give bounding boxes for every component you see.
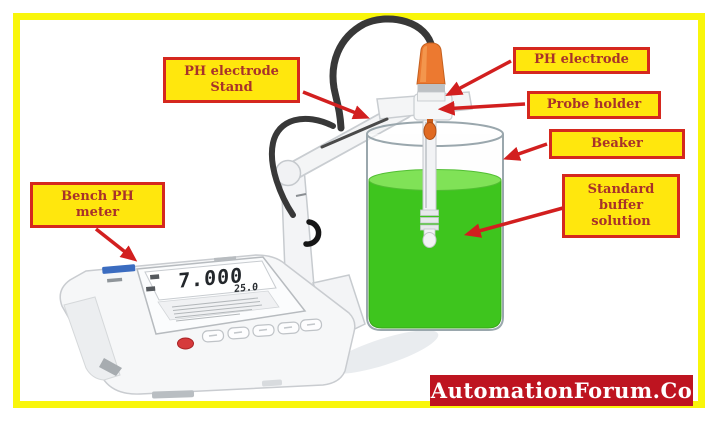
arrow-stand: [302, 90, 370, 120]
label-line: Beaker: [591, 135, 643, 151]
label-line: Stand: [210, 80, 253, 95]
arm-groove: [320, 117, 389, 149]
meter-foot: [151, 390, 195, 399]
label-probe-holder: Probe holder: [527, 91, 661, 119]
lcd-icon: [149, 274, 160, 280]
arrow-probe-holder: [437, 100, 526, 116]
meter-foot: [99, 358, 122, 376]
label-ph-electrode-stand: PH electrode Stand: [163, 57, 300, 103]
label-ph-electrode: PH electrode: [513, 47, 650, 74]
brand-logo: [102, 264, 136, 274]
arrow-bench-meter: [94, 227, 138, 262]
border-frame: [13, 13, 705, 408]
label-line: Standard: [587, 181, 655, 197]
bench-ph-meter: [59, 254, 356, 399]
stand-knob: [303, 219, 322, 247]
callout-arrows: [94, 59, 564, 262]
beaker-shadow: [327, 330, 439, 374]
brand-mark: [106, 277, 123, 283]
button-glyphs: [208, 323, 316, 337]
watermark-banner: AutomationForum.Co: [430, 375, 693, 406]
lcd-icon: [146, 286, 156, 292]
label-beaker: Beaker: [549, 129, 685, 159]
power-button[interactable]: [177, 337, 194, 350]
label-bench-ph-meter: Bench PH meter: [30, 182, 165, 228]
model-text-mark: [214, 256, 237, 261]
electrode-ring-dark: [417, 84, 445, 92]
post-mark: [295, 193, 307, 197]
electrode-ribs: [420, 209, 439, 216]
sticker-text-lines: [171, 297, 263, 322]
label-line: meter: [75, 205, 120, 220]
temperature-reading: 25.0: [233, 281, 259, 296]
electrode-ribs: [420, 217, 439, 224]
label-line: Probe holder: [546, 96, 642, 112]
electrode-cap-highlight: [420, 46, 427, 82]
label-line: PH electrode: [184, 63, 279, 79]
label-line: solution: [591, 214, 651, 230]
buffer-solution: [368, 179, 502, 329]
label-standard-buffer-solution: Standard buffer solution: [562, 174, 680, 238]
arrow-buffer: [463, 206, 564, 238]
label-line: Bench PH: [61, 188, 134, 204]
label-line: buffer: [598, 197, 644, 213]
arrow-beaker: [503, 142, 548, 161]
arrow-electrode: [445, 59, 512, 96]
temperature-knob: [423, 122, 437, 140]
meter-foot: [261, 379, 283, 387]
label-line: PH electrode: [534, 52, 629, 68]
stand-cable: [268, 115, 336, 218]
electrode-ring: [417, 91, 446, 102]
electrode-tip: [422, 232, 437, 248]
